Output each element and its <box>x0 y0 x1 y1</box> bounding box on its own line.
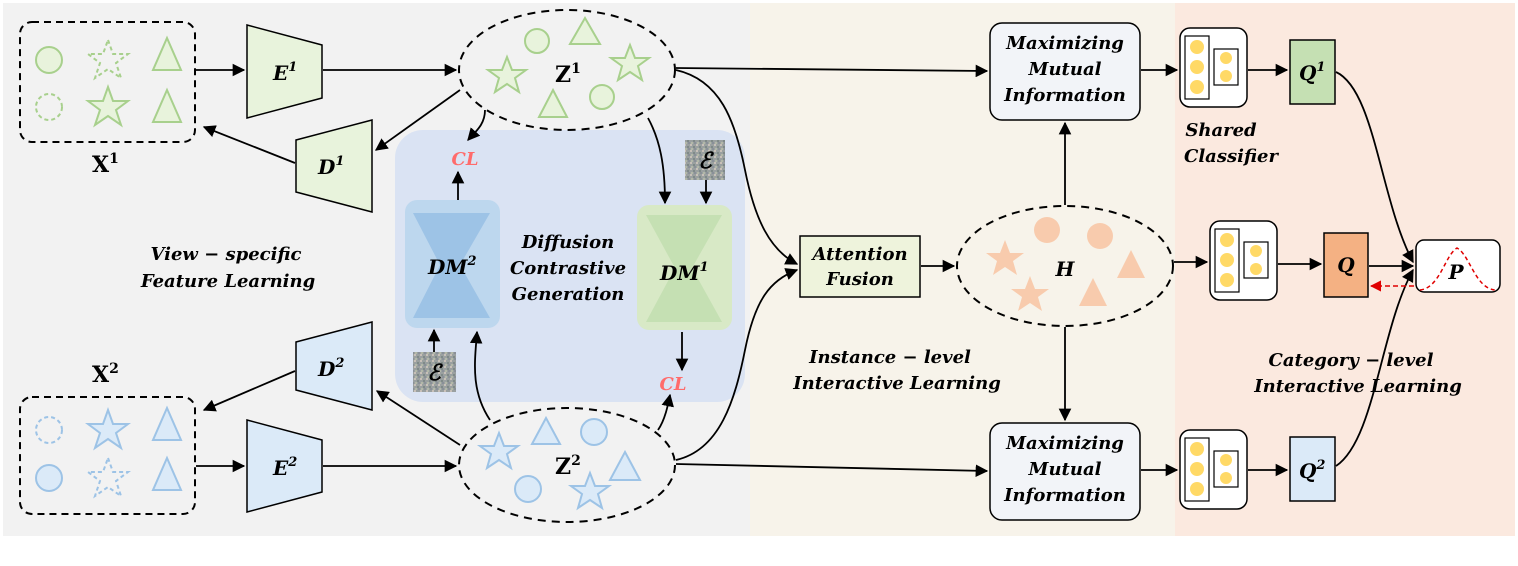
q2-box <box>1289 436 1336 502</box>
star-icon <box>484 54 530 95</box>
latent-z1-label: Z1 <box>555 61 581 88</box>
cl-label-top: CL <box>452 149 479 170</box>
mutual-info-box-bottom <box>989 422 1141 521</box>
star-icon <box>607 42 653 83</box>
mutual-info-top-line2: Mutual <box>1028 59 1102 80</box>
classifier-top <box>1179 27 1248 108</box>
mutual-info-top-line3: Information <box>1003 85 1126 106</box>
shared-classifier-label-2: Classifier <box>1184 146 1279 167</box>
star-icon <box>85 455 131 499</box>
dm2-label: DM2 <box>427 254 477 279</box>
noise-box-bottom <box>413 352 456 392</box>
view-1-label: X1 <box>92 151 119 178</box>
attention-fusion-label-2: Fusion <box>825 269 894 290</box>
diffusion-label-1: Diffusion <box>521 232 615 253</box>
encoder-1 <box>246 24 323 119</box>
decoder-2-label: D2 <box>317 356 344 381</box>
latent-z1 <box>458 9 676 131</box>
circle-icon <box>1087 223 1113 249</box>
diffusion-label-3: Generation <box>512 284 625 305</box>
view-2-box <box>19 396 196 515</box>
category-label-1: Category − level <box>1269 350 1434 371</box>
star-icon <box>85 84 131 128</box>
q-box <box>1323 232 1369 298</box>
dm1-label: DM1 <box>659 260 709 285</box>
triangle-icon <box>151 87 183 123</box>
triangle-icon <box>568 15 602 45</box>
diffusion-model-1 <box>646 215 722 322</box>
star-icon <box>85 407 131 451</box>
mutual-info-bottom-line3: Information <box>1003 485 1126 506</box>
mutual-info-box-top <box>989 22 1141 121</box>
category-label-2: Interactive Learning <box>1253 376 1462 397</box>
arrows <box>196 63 1415 478</box>
p-distribution-curve <box>1419 247 1496 291</box>
encoder-1-label: E1 <box>272 60 297 85</box>
latent-z2 <box>458 407 676 523</box>
view-specific-label-2: Feature Learning <box>140 271 315 292</box>
star-icon <box>986 240 1024 275</box>
diffusion-model-2 <box>413 213 490 318</box>
view-1-box <box>19 21 196 143</box>
view-2-label: X2 <box>92 361 119 388</box>
q1-label: Q1 <box>1299 60 1325 85</box>
noise-box-top <box>685 140 725 180</box>
triangle-icon <box>151 35 183 71</box>
decoder-1 <box>295 119 373 213</box>
diffusion-label-2: Contrastive <box>510 258 626 279</box>
q1-box <box>1289 39 1336 105</box>
mutual-info-bottom-line1: Maximizing <box>1005 433 1124 454</box>
decoder-1-label: D1 <box>317 154 344 179</box>
view-specific-label-1: View − specific <box>150 244 301 265</box>
triangle-icon <box>530 415 562 445</box>
star-icon <box>1011 276 1049 311</box>
star-icon <box>85 37 131 81</box>
attention-fusion-box <box>799 235 921 298</box>
circle-icon <box>514 475 542 503</box>
fused-h-label: H <box>1055 257 1076 281</box>
triangle-icon <box>1079 278 1107 306</box>
circle-icon <box>35 464 63 492</box>
triangle-icon <box>151 405 183 441</box>
attention-fusion-label-1: Attention <box>810 244 907 265</box>
noise-symbol-bottom: ℰ <box>427 360 443 386</box>
noise-symbol-top: ℰ <box>698 148 714 174</box>
mutual-info-bottom-line2: Mutual <box>1028 459 1102 480</box>
classifier-bottom <box>1179 429 1248 510</box>
triangle-icon <box>537 87 569 118</box>
circle-icon <box>1034 217 1060 243</box>
star-icon <box>476 430 522 471</box>
encoder-2 <box>246 419 323 513</box>
classifier-middle <box>1209 220 1278 301</box>
circle-icon <box>35 416 63 444</box>
decoder-2 <box>295 321 373 411</box>
circle-icon <box>35 93 63 121</box>
triangle-icon <box>608 449 642 481</box>
q2-label: Q2 <box>1299 458 1325 483</box>
cl-label-bottom: CL <box>660 374 687 395</box>
fused-h <box>956 205 1174 327</box>
q-label: Q <box>1337 253 1355 277</box>
circle-icon <box>589 84 615 110</box>
triangle-icon <box>151 455 183 491</box>
shared-classifier-label-1: Shared <box>1185 120 1257 141</box>
instance-label-2: Interactive Learning <box>792 373 1001 394</box>
p-box <box>1415 239 1501 293</box>
circle-icon <box>524 28 550 54</box>
mutual-info-top-line1: Maximizing <box>1005 33 1124 54</box>
encoder-2-label: E2 <box>272 455 297 480</box>
instance-label-1: Instance − level <box>808 347 971 368</box>
diffusion-panel <box>395 130 745 402</box>
star-icon <box>567 470 613 511</box>
circle-icon <box>35 46 63 74</box>
latent-z2-label: Z2 <box>555 453 581 480</box>
circle-icon <box>580 418 608 446</box>
p-label: P <box>1447 260 1464 284</box>
triangle-icon <box>1117 250 1145 278</box>
